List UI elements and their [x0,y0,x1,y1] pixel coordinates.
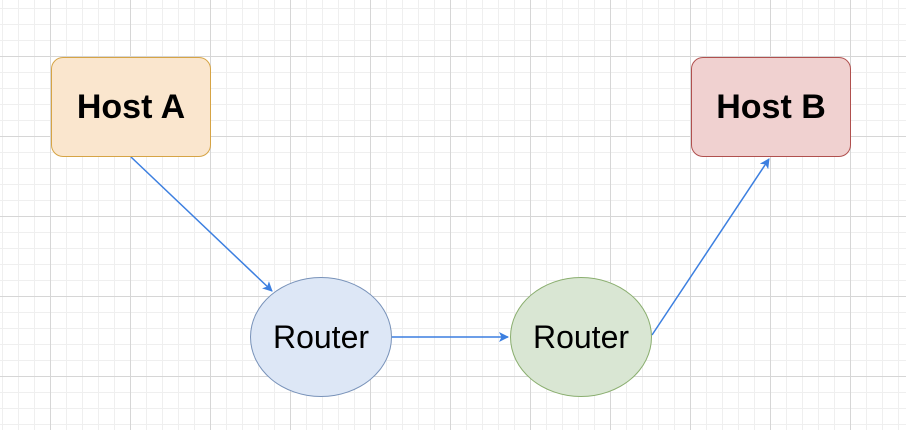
edge-host-a-to-router-1[interactable] [130,156,273,292]
router-2-label: Router [532,318,630,355]
host-a-label: Host A [76,87,186,126]
router-2-node[interactable]: Router [510,277,652,397]
edge-router-2-to-host-b[interactable] [651,158,770,336]
router-1-label: Router [272,318,370,355]
router-1-node[interactable]: Router [250,277,392,397]
host-b-label: Host B [716,87,826,126]
host-a-node[interactable]: Host A [51,57,211,157]
host-b-node[interactable]: Host B [691,57,851,157]
